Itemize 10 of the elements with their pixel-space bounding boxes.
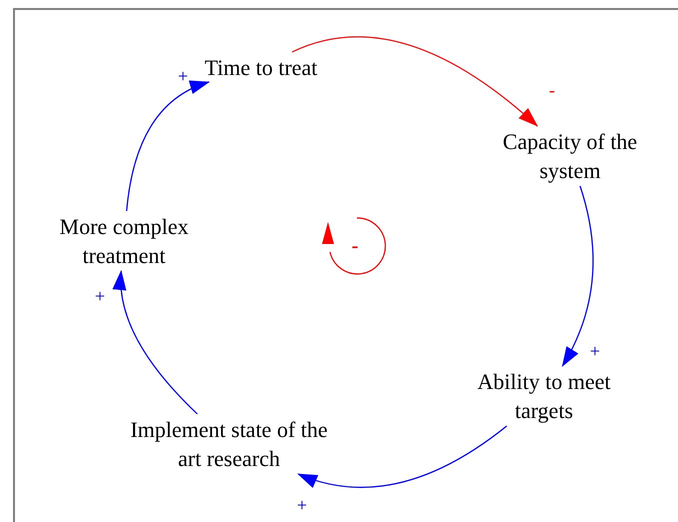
arrow (126, 81, 210, 212)
variable-label: Ability to meet targets (456, 366, 632, 426)
variable-label: More complex treatment (40, 211, 208, 271)
arrow (562, 186, 594, 367)
loop-polarity-sign: - (352, 236, 358, 256)
arrow (292, 36, 538, 127)
arrow (297, 426, 508, 488)
arrow (113, 270, 198, 414)
variable-label: Implement state of the art research (122, 414, 336, 474)
variable-label: Capacity of the system (482, 126, 658, 186)
